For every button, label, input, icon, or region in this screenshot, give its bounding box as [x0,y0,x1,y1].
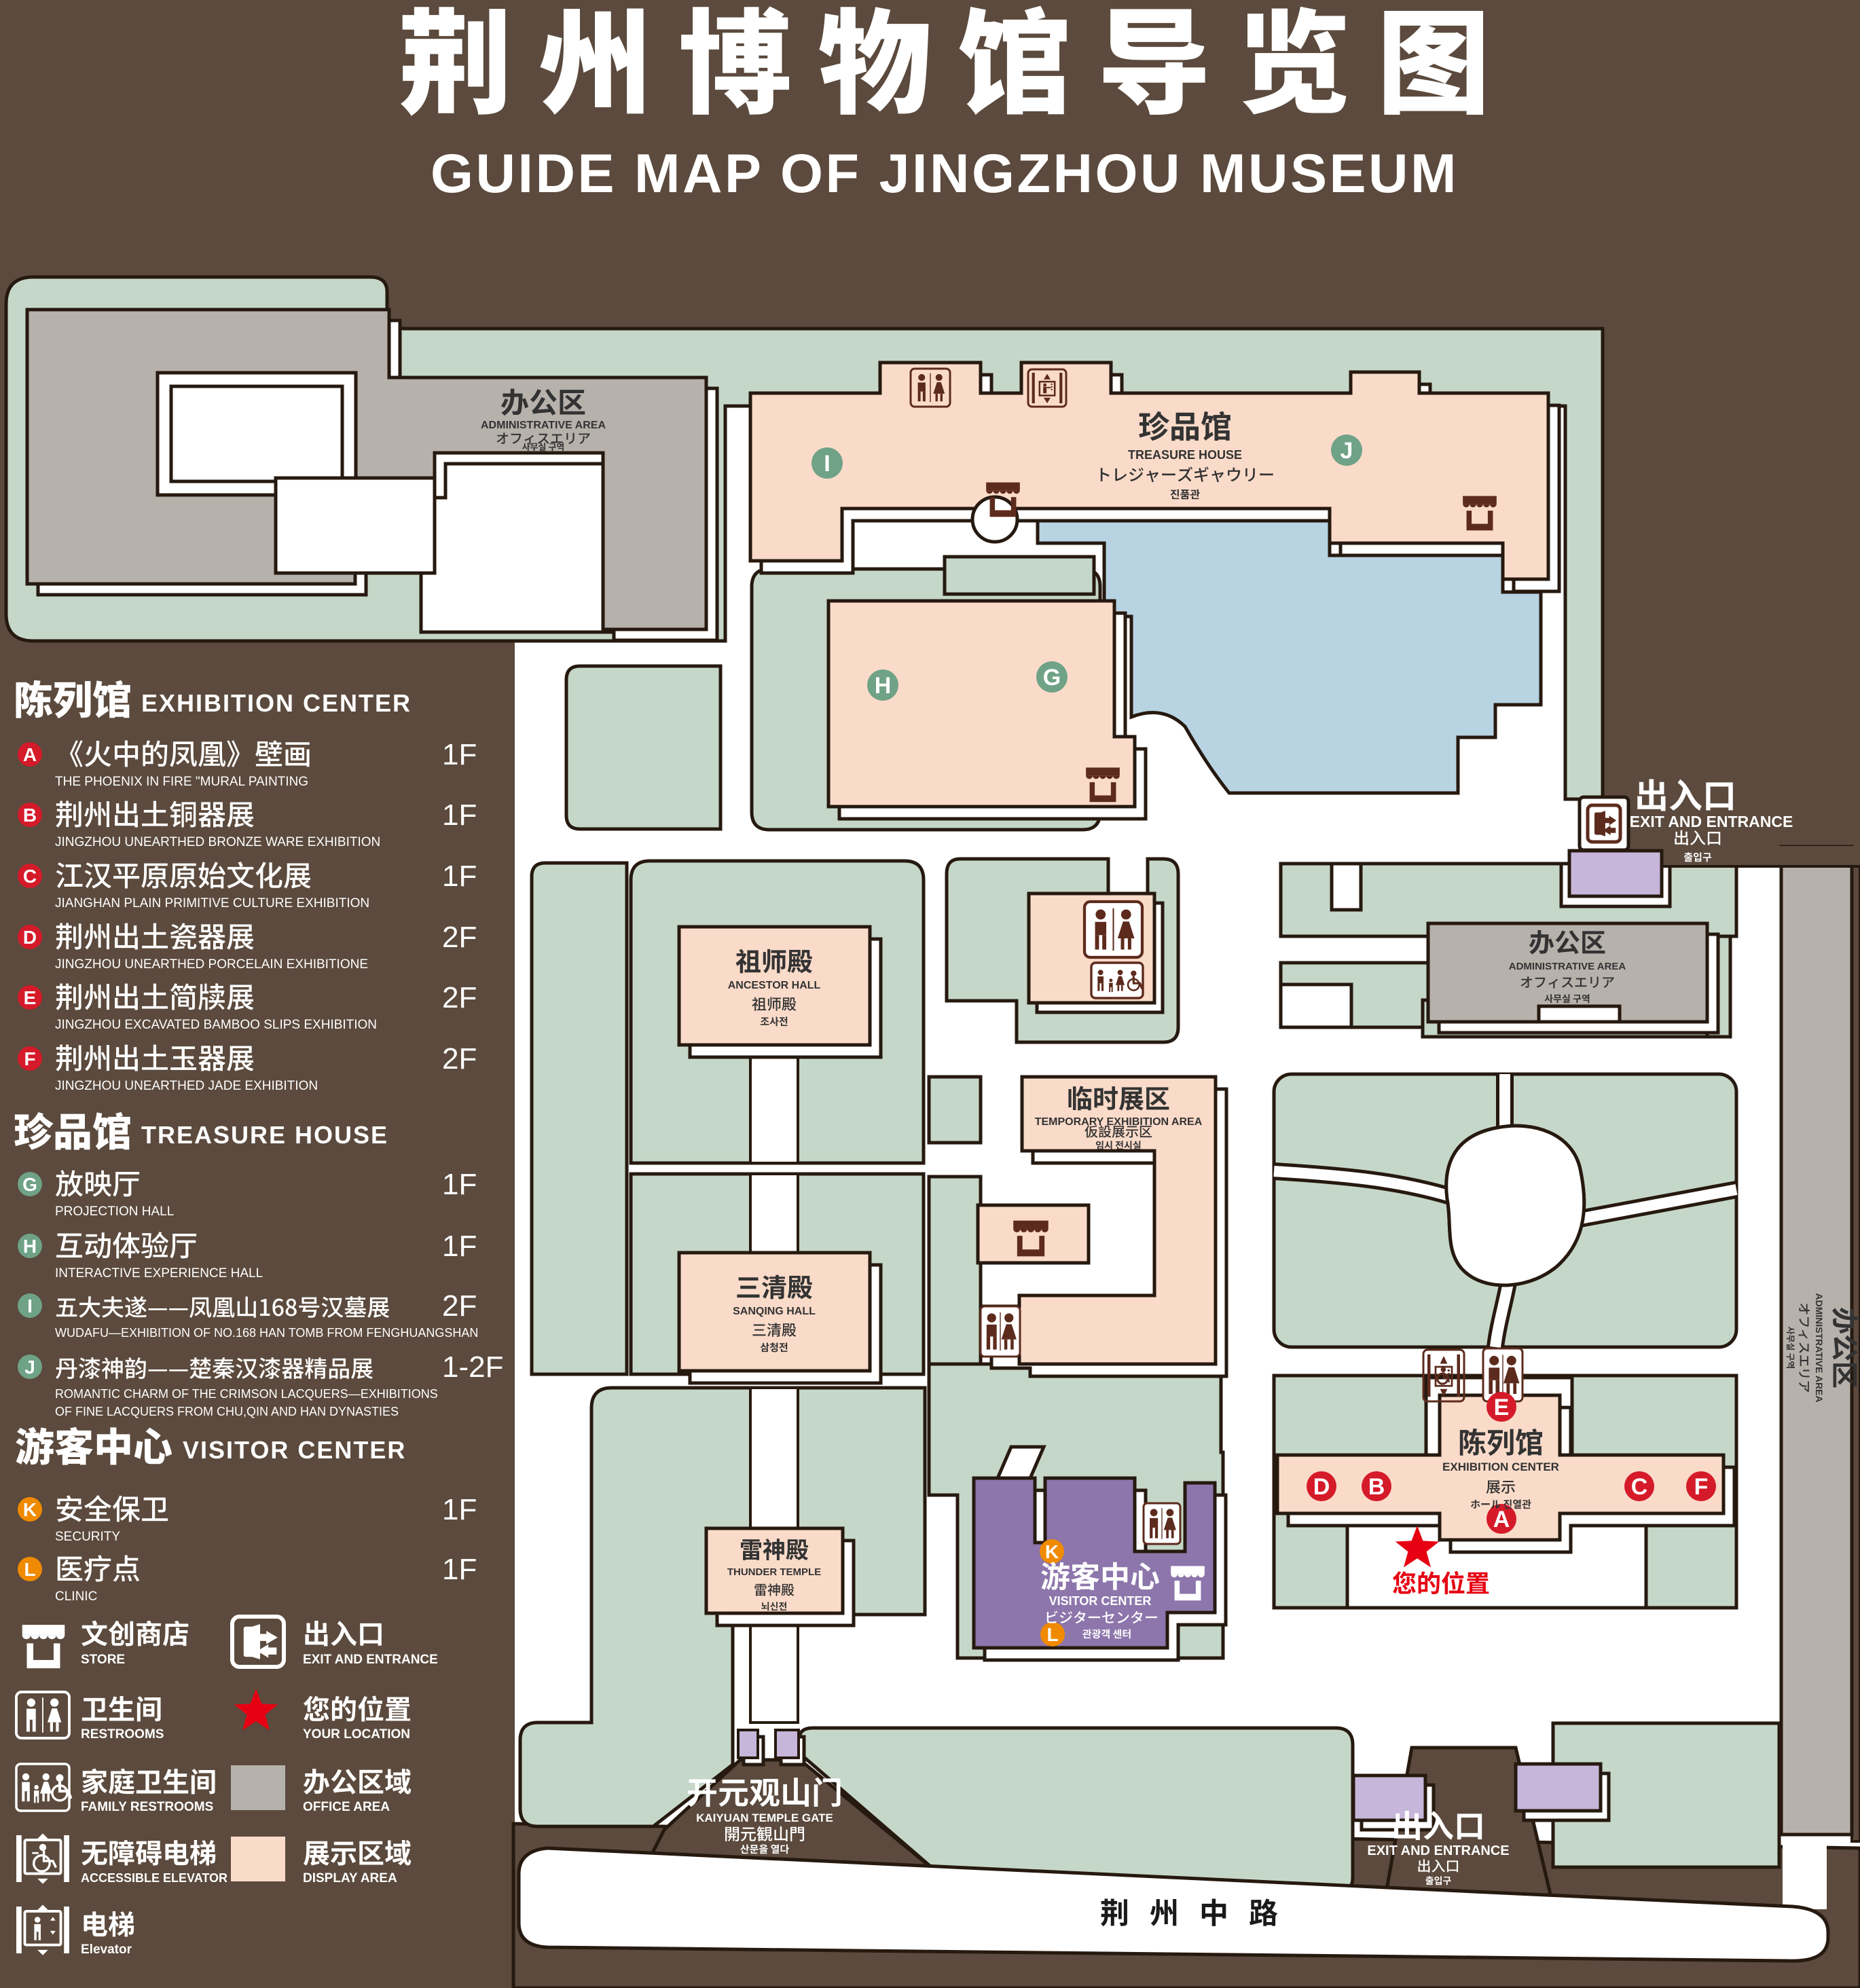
svg-text:TREASURE HOUSE: TREASURE HOUSE [141,1121,388,1149]
svg-text:H: H [23,1236,37,1257]
svg-text:I: I [824,451,830,477]
svg-text:E: E [1494,1395,1510,1420]
svg-text:I: I [27,1295,33,1317]
svg-text:GUIDE MAP OF JINGZHOU MUSEUM: GUIDE MAP OF JINGZHOU MUSEUM [431,143,1459,204]
svg-text:JINGZHOU UNEARTHED PORCELAIN E: JINGZHOU UNEARTHED PORCELAIN EXHIBITIONE [55,957,368,972]
svg-text:E: E [24,987,37,1008]
svg-text:F: F [1694,1474,1709,1500]
svg-text:K: K [23,1499,37,1520]
svg-text:EXHIBITION CENTER: EXHIBITION CENTER [141,689,412,717]
svg-text:C: C [23,866,37,887]
svg-text:1F: 1F [442,798,477,832]
svg-text:L: L [24,1559,35,1580]
svg-text:RESTROOMS: RESTROOMS [81,1727,164,1742]
svg-text:ADMINISTRATIVE AREA: ADMINISTRATIVE AREA [1814,1293,1825,1403]
svg-text:ADMINISTRATIVE AREA: ADMINISTRATIVE AREA [1509,961,1626,972]
svg-text:D: D [1313,1474,1330,1500]
svg-text:ROMANTIC CHARM OF THE CRIMSON: ROMANTIC CHARM OF THE CRIMSON LACQUERS—E… [55,1387,438,1401]
svg-text:INTERACTIVE EXPERIENCE HALL: INTERACTIVE EXPERIENCE HALL [55,1266,263,1281]
svg-text:ADMINISTRATIVE AREA: ADMINISTRATIVE AREA [481,420,606,431]
svg-text:WUDAFU—EXHIBITION OF NO.168 HA: WUDAFU—EXHIBITION OF NO.168 HAN TOMB FRO… [55,1326,478,1340]
svg-text:TREASURE HOUSE: TREASURE HOUSE [1128,448,1242,462]
svg-text:1F: 1F [442,1553,477,1586]
svg-text:CLINIC: CLINIC [55,1589,97,1604]
svg-text:C: C [1631,1474,1648,1500]
svg-text:1F: 1F [442,1493,477,1526]
svg-text:THUNDER TEMPLE: THUNDER TEMPLE [727,1566,821,1578]
svg-text:ANCESTOR HALL: ANCESTOR HALL [728,980,821,991]
svg-text:A: A [1493,1507,1510,1532]
svg-text:ACCESSIBLE ELEVATOR: ACCESSIBLE ELEVATOR [81,1871,227,1885]
svg-text:JINGZHOU EXCAVATED BAMBOO SLIP: JINGZHOU EXCAVATED BAMBOO SLIPS EXHIBITI… [55,1018,377,1032]
svg-text:OF FINE LACQUERS FROM CHU,QIN: OF FINE LACQUERS FROM CHU,QIN AND HAN DY… [55,1405,399,1418]
svg-text:K: K [1045,1541,1059,1562]
svg-text:EXHIBITION CENTER: EXHIBITION CENTER [1442,1460,1559,1473]
svg-text:THE PHOENIX IN FIRE "MURAL PAI: THE PHOENIX IN FIRE "MURAL PAINTING [55,775,308,789]
svg-text:2F: 2F [442,1289,477,1323]
svg-text:EXIT AND ENTRANCE: EXIT AND ENTRANCE [303,1653,438,1667]
svg-text:SANQING HALL: SANQING HALL [733,1306,816,1317]
svg-text:J: J [1341,438,1353,464]
svg-text:SECURITY: SECURITY [55,1530,120,1544]
svg-text:EXIT AND ENTRANCE: EXIT AND ENTRANCE [1630,813,1793,830]
svg-text:A: A [23,744,37,765]
svg-text:Elevator: Elevator [81,1943,132,1957]
svg-text:EXIT AND ENTRANCE: EXIT AND ENTRANCE [1367,1843,1509,1858]
svg-text:1F: 1F [442,860,477,893]
svg-text:1F: 1F [442,1230,477,1263]
svg-text:JIANGHAN PLAIN PRIMITIVE CULTU: JIANGHAN PLAIN PRIMITIVE CULTURE EXHIBIT… [55,896,369,910]
svg-text:DISPLAY AREA: DISPLAY AREA [303,1871,397,1885]
svg-text:B: B [1368,1474,1385,1500]
svg-text:TEMPORARY EXHIBITION AREA: TEMPORARY EXHIBITION AREA [1035,1116,1203,1128]
svg-text:2F: 2F [442,1042,477,1075]
svg-text:FAMILY RESTROOMS: FAMILY RESTROOMS [81,1800,213,1814]
svg-text:G: G [22,1174,37,1195]
svg-text:2F: 2F [442,921,477,954]
svg-text:VISITOR CENTER: VISITOR CENTER [183,1436,406,1464]
svg-text:JINGZHOU UNEARTHED BRONZE WARE: JINGZHOU UNEARTHED BRONZE WARE EXHIBITIO… [55,835,380,849]
svg-text:KAIYUAN TEMPLE GATE: KAIYUAN TEMPLE GATE [696,1811,833,1824]
svg-text:D: D [23,927,37,948]
svg-text:B: B [23,805,37,826]
svg-text:PROJECTION HALL: PROJECTION HALL [55,1204,174,1219]
svg-text:OFFICE AREA: OFFICE AREA [303,1800,390,1814]
svg-text:L: L [1046,1624,1058,1645]
svg-text:1F: 1F [442,1168,477,1201]
svg-text:STORE: STORE [81,1653,125,1667]
svg-text:1F: 1F [442,738,477,771]
svg-text:YOUR LOCATION: YOUR LOCATION [303,1727,410,1742]
svg-text:J: J [24,1357,35,1378]
svg-text:1-2F: 1-2F [442,1350,503,1384]
svg-text:2F: 2F [442,981,477,1014]
svg-text:G: G [1043,665,1061,691]
svg-text:H: H [875,673,892,699]
svg-text:VISITOR CENTER: VISITOR CENTER [1049,1594,1152,1608]
svg-text:F: F [24,1048,35,1069]
svg-text:JINGZHOU UNEARTHED JADE EXHIBI: JINGZHOU UNEARTHED JADE EXHIBITION [55,1079,318,1093]
